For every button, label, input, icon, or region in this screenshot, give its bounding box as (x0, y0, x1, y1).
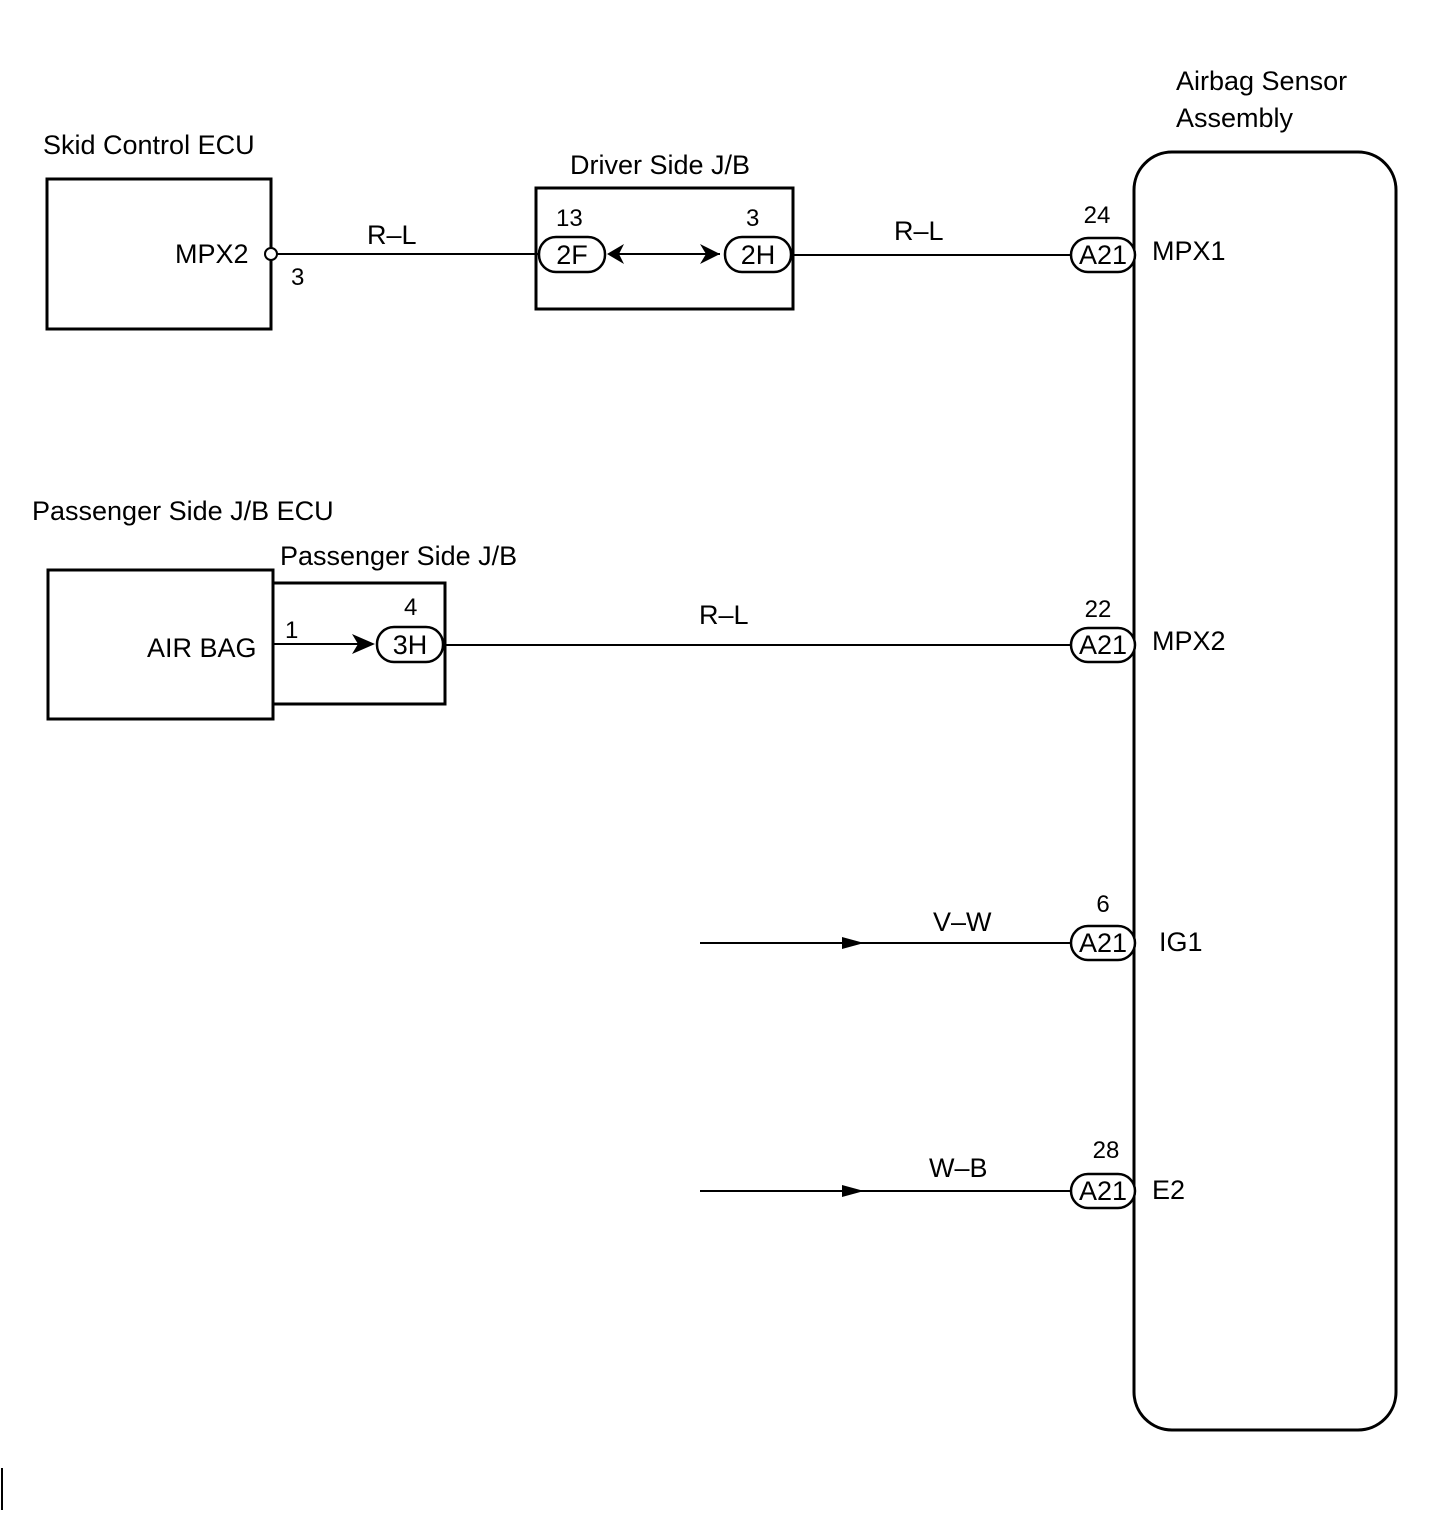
connector-3h-label: 3H (393, 630, 428, 660)
driver-jb-box (534, 186, 795, 311)
skid-ecu-title: Skid Control ECU (43, 130, 255, 160)
driver-jb-title: Driver Side J/B (570, 150, 750, 180)
pass-jb-ecu-pin: 1 (285, 617, 298, 644)
skid-control-ecu: Skid Control ECU MPX2 3 (43, 130, 304, 331)
wire-2-color: R–L (894, 216, 944, 246)
sensor-terminal-label: IG1 (1159, 927, 1203, 957)
pass-jb-ecu-title: Passenger Side J/B ECU (32, 496, 334, 526)
connector-a21-label: A21 (1079, 928, 1127, 958)
sensor-terminal-label: MPX2 (1152, 626, 1226, 656)
connector-a21 (1069, 924, 1137, 962)
pass-jb-title: Passenger Side J/B (280, 541, 517, 571)
driver-jb-right-arrow-icon (700, 244, 720, 264)
sensor-pin-number: 6 (1096, 891, 1109, 918)
connector-a21-label: A21 (1079, 630, 1127, 660)
sensor-pin-ig1: 6 A21 IG1 (1069, 891, 1203, 962)
pass-jb-box (273, 581, 447, 706)
driver-side-jb: Driver Side J/B 13 3 2F 2H (534, 150, 795, 311)
airbag-sensor-box (1132, 150, 1398, 1432)
pass-jb-arrow-icon (352, 634, 375, 654)
driver-jb-left-arrow-icon (607, 244, 624, 264)
wire-3-color: R–L (699, 600, 749, 630)
connector-a21-label: A21 (1079, 1176, 1127, 1206)
connector-2h-label: 2H (741, 240, 776, 270)
sensor-pin-mpx1: 24 A21 MPX1 (1069, 202, 1226, 274)
pass-jb-ecu-terminal: AIR BAG (147, 633, 257, 663)
wire-e2-arrow-icon (842, 1185, 864, 1197)
wire-4-color: V–W (933, 907, 992, 937)
sensor-pin-number: 24 (1084, 202, 1111, 229)
sensor-terminal-label: E2 (1152, 1175, 1185, 1205)
skid-ecu-terminal: MPX2 (175, 239, 249, 269)
wire-5-color: W–B (929, 1153, 988, 1183)
skid-ecu-pin: 3 (291, 264, 304, 291)
driver-jb-left-pin: 13 (556, 205, 583, 232)
wire-1-color: R–L (367, 220, 417, 250)
airbag-sensor-title-line2: Assembly (1176, 103, 1294, 133)
airbag-sensor-assembly: Airbag Sensor Assembly (1132, 66, 1398, 1432)
connector-a21-label: A21 (1079, 240, 1127, 270)
sensor-pin-number: 28 (1093, 1137, 1120, 1164)
pass-jb-pin: 4 (404, 594, 417, 621)
connector-a21 (1069, 236, 1137, 274)
airbag-sensor-title-line1: Airbag Sensor (1176, 66, 1347, 96)
connector-a21 (1069, 626, 1137, 664)
sensor-pin-number: 22 (1085, 596, 1112, 623)
sensor-terminal-label: MPX1 (1152, 236, 1226, 266)
driver-jb-right-pin: 3 (746, 205, 759, 232)
sensor-pin-mpx2: 22 A21 MPX2 (1069, 596, 1226, 664)
connector-2f (537, 235, 607, 274)
wire-ig1-arrow-icon (842, 937, 864, 949)
passenger-side-jb: Passenger Side J/B 4 3H (273, 541, 517, 706)
connector-2f-label: 2F (556, 240, 588, 270)
sensor-pin-e2: 28 A21 E2 (1069, 1137, 1185, 1210)
passenger-side-jb-ecu: Passenger Side J/B ECU AIR BAG 1 (32, 496, 334, 721)
connector-a21 (1069, 1172, 1137, 1210)
skid-ecu-terminal-node (264, 247, 278, 261)
